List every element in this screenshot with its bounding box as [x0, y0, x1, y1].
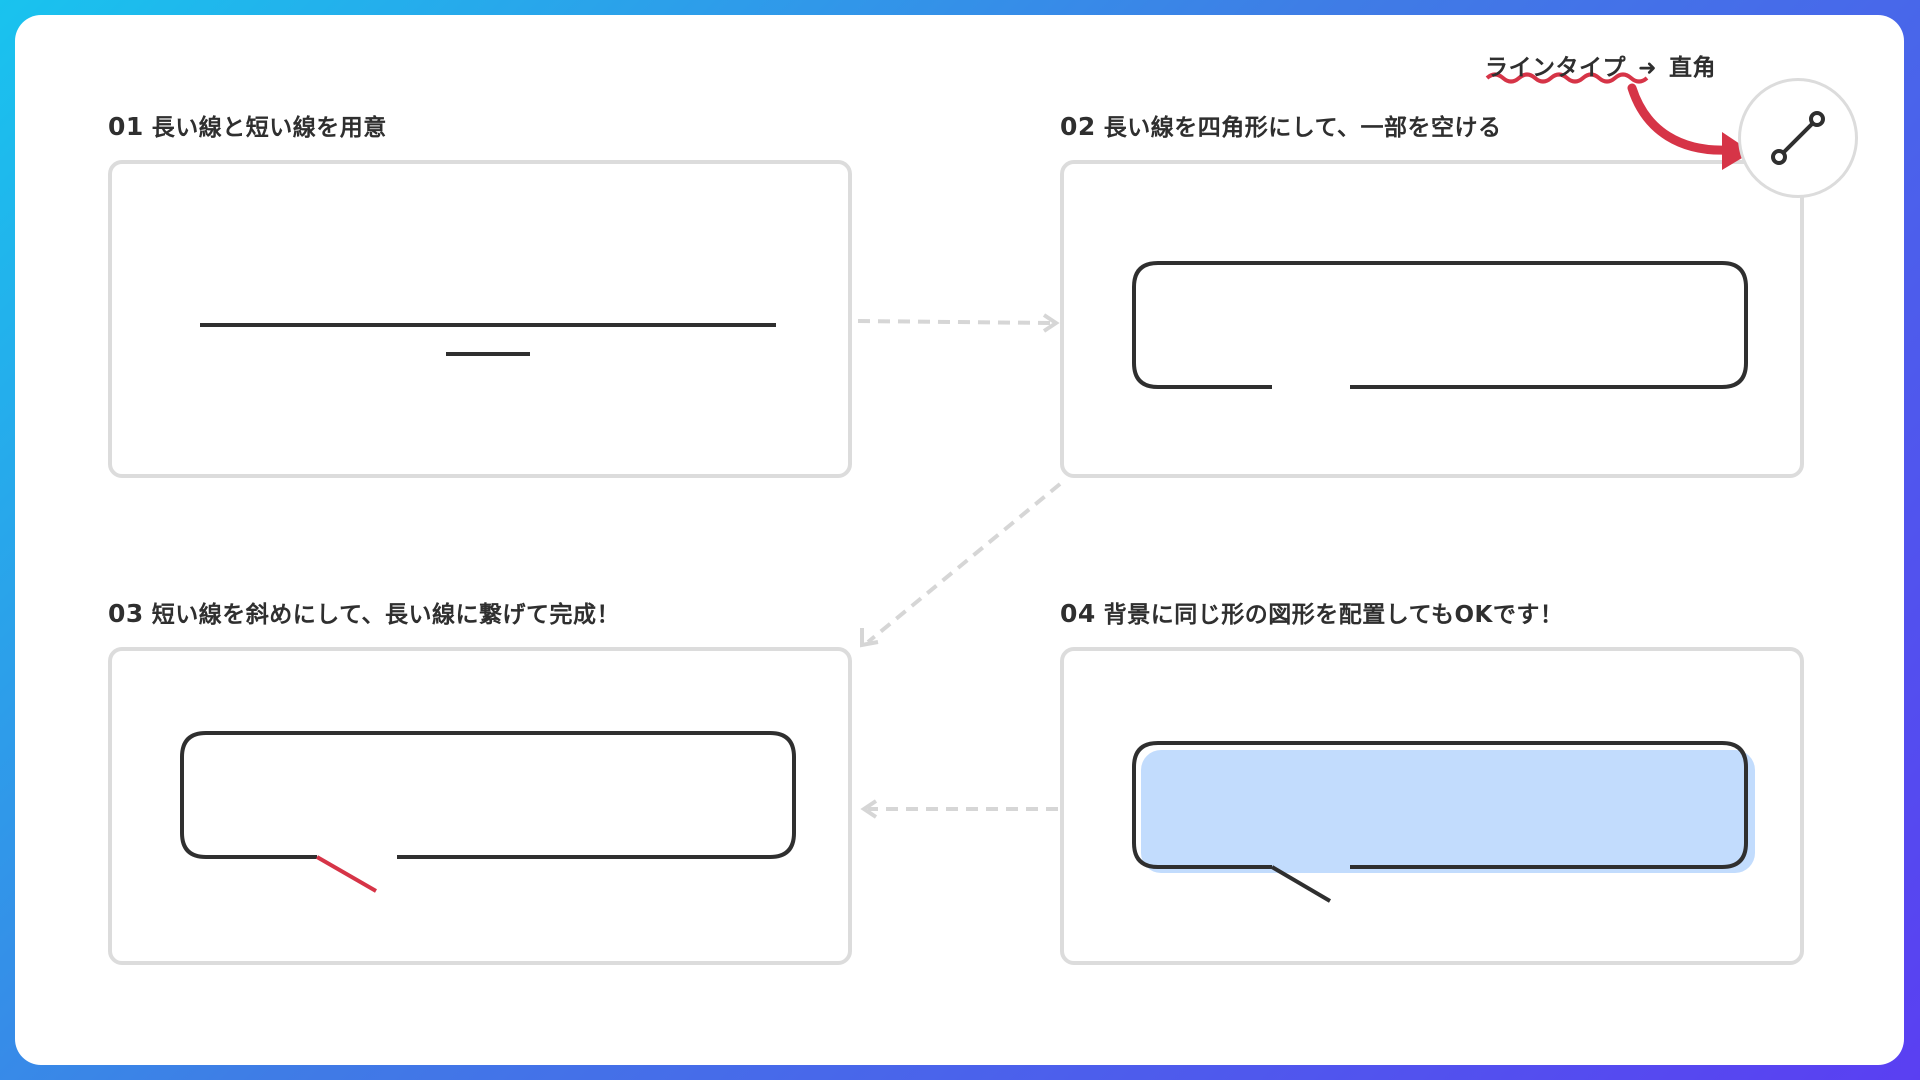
bubble-tail-line: [1270, 865, 1332, 903]
step-02-title: 02 長い線を四角形にして、一部を空ける: [1060, 108, 1501, 142]
step-04-title: 04 背景に同じ形の図形を配置してもOKです！: [1060, 595, 1563, 629]
bubble-outline: [180, 731, 796, 859]
arrow-right-icon: ➜: [1638, 56, 1657, 81]
step-02-number: 02: [1060, 112, 1096, 141]
step-01-panel: [108, 160, 852, 478]
line-type-annotation: ラインタイプ ➜ 直角: [1485, 48, 1716, 82]
open-rectangle-outline: [1132, 261, 1748, 389]
step-02-panel: [1060, 160, 1804, 478]
straight-line-tool-button[interactable]: [1738, 78, 1858, 198]
step-03-title: 03 短い線を斜めにして、長い線に繋げて完成！: [108, 595, 620, 629]
step-02-text: 長い線を四角形にして、一部を空ける: [1103, 115, 1502, 141]
step-03-panel: [108, 647, 852, 965]
bubble-background-fill: [1141, 750, 1755, 873]
line-type-label: ラインタイプ: [1485, 55, 1626, 81]
diagonal-tail-line: [316, 855, 377, 893]
step-04-text: 背景に同じ形の図形を配置してもOKです！: [1103, 602, 1564, 628]
line-type-value: 直角: [1668, 55, 1716, 81]
step-01-number: 01: [108, 112, 144, 141]
step-01-title: 01 長い線と短い線を用意: [108, 108, 387, 142]
bubble-outline: [1132, 741, 1748, 869]
step-04-panel: [1060, 647, 1804, 965]
straight-line-tool-icon: [1771, 111, 1825, 165]
step-03-text: 短い線を斜めにして、長い線に繋げて完成！: [151, 602, 620, 628]
step-03-number: 03: [108, 599, 144, 628]
step-01-text: 長い線と短い線を用意: [151, 115, 387, 141]
step-04-number: 04: [1060, 599, 1096, 628]
